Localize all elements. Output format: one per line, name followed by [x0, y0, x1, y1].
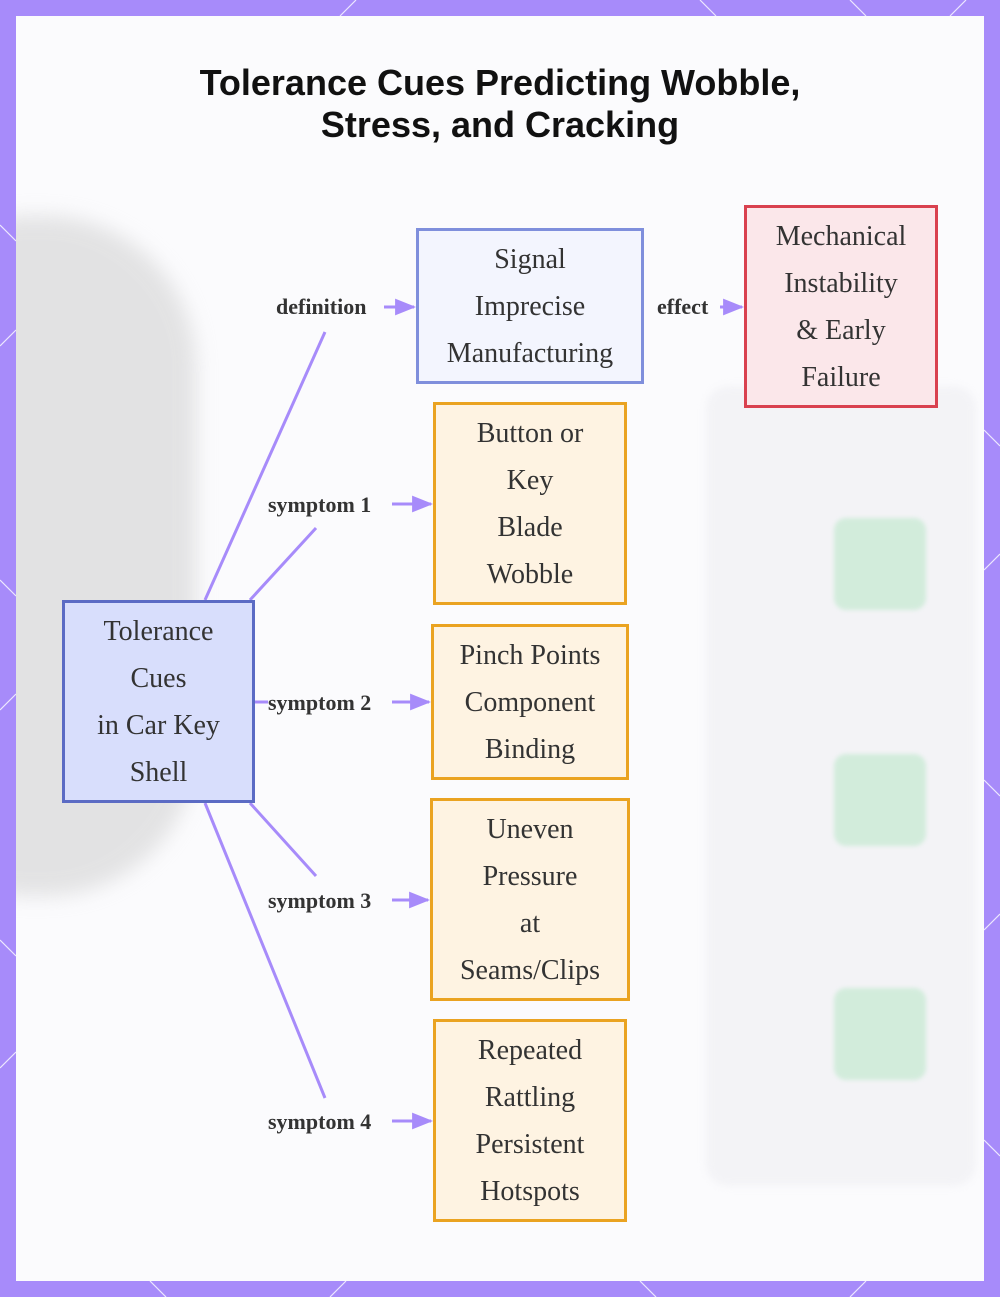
node-text-line: Repeated: [477, 1034, 583, 1066]
edge-label-symptom-2: symptom 2: [268, 690, 372, 715]
node-text-line: Manufacturing: [446, 337, 614, 369]
definition-node: Signal Imprecise Manufacturing: [416, 228, 644, 384]
node-text-line: Binding: [484, 733, 576, 765]
edge-label-definition: definition: [276, 294, 367, 319]
node-text-line: Blade: [497, 511, 563, 543]
node-text-line: Signal: [494, 243, 566, 275]
edge-root-to-symptom4-path: [203, 802, 327, 1099]
node-text-line: Tolerance: [103, 615, 214, 647]
background-check-icon: [834, 988, 926, 1080]
node-text-line: & Early: [796, 314, 886, 346]
node-text-line: Pinch Points: [459, 639, 601, 671]
node-text-line: Shell: [129, 756, 188, 788]
edge-root-to-symptom1-path: [248, 526, 318, 602]
node-text-line: Key: [506, 464, 554, 496]
node-text-line: Mechanical: [775, 220, 907, 252]
background-check-icon: [834, 518, 926, 610]
node-text-line: Persistent: [475, 1128, 585, 1160]
node-text-line: Cues: [130, 662, 187, 694]
node-text-line: Button or: [476, 417, 584, 449]
symptom-node-3: Uneven Pressure at Seams/Clips: [430, 798, 630, 1001]
node-text-line: Component: [464, 686, 596, 718]
root-node-tolerance-cues: Tolerance Cues in Car Key Shell: [62, 600, 255, 803]
node-text-line: Hotspots: [480, 1175, 580, 1207]
effect-node: Mechanical Instability & Early Failure: [744, 205, 938, 408]
edge-label-effect: effect: [657, 294, 709, 319]
edge-label-symptom-4: symptom 4: [268, 1109, 372, 1134]
node-text-line: Instability: [784, 267, 898, 299]
edge-root-to-definition-path: [203, 331, 327, 601]
title-line-2: Stress, and Cracking: [320, 104, 680, 145]
node-text-line: Rattling: [484, 1081, 576, 1113]
diagram-title: Tolerance Cues Predicting Wobble, Stress…: [0, 62, 1000, 146]
edge-label-symptom-3: symptom 3: [268, 888, 372, 913]
node-text-line: Uneven: [486, 813, 574, 845]
symptom-node-1: Button or Key Blade Wobble: [433, 402, 627, 605]
node-text-line: Pressure: [482, 860, 578, 892]
node-text-line: at: [519, 907, 541, 939]
background-checklist-card: [706, 386, 976, 1186]
node-text-line: Imprecise: [474, 290, 586, 322]
node-text-line: Failure: [801, 361, 881, 393]
edge-label-symptom-1: symptom 1: [268, 492, 372, 517]
title-line-1: Tolerance Cues Predicting Wobble,: [199, 62, 801, 103]
node-text-line: in Car Key: [97, 709, 220, 741]
edge-root-to-symptom3-path: [248, 801, 318, 878]
symptom-node-2: Pinch Points Component Binding: [431, 624, 629, 780]
background-check-icon: [834, 754, 926, 846]
node-text-line: Seams/Clips: [459, 954, 600, 986]
symptom-node-4: Repeated Rattling Persistent Hotspots: [433, 1019, 627, 1222]
node-text-line: Wobble: [486, 558, 574, 590]
